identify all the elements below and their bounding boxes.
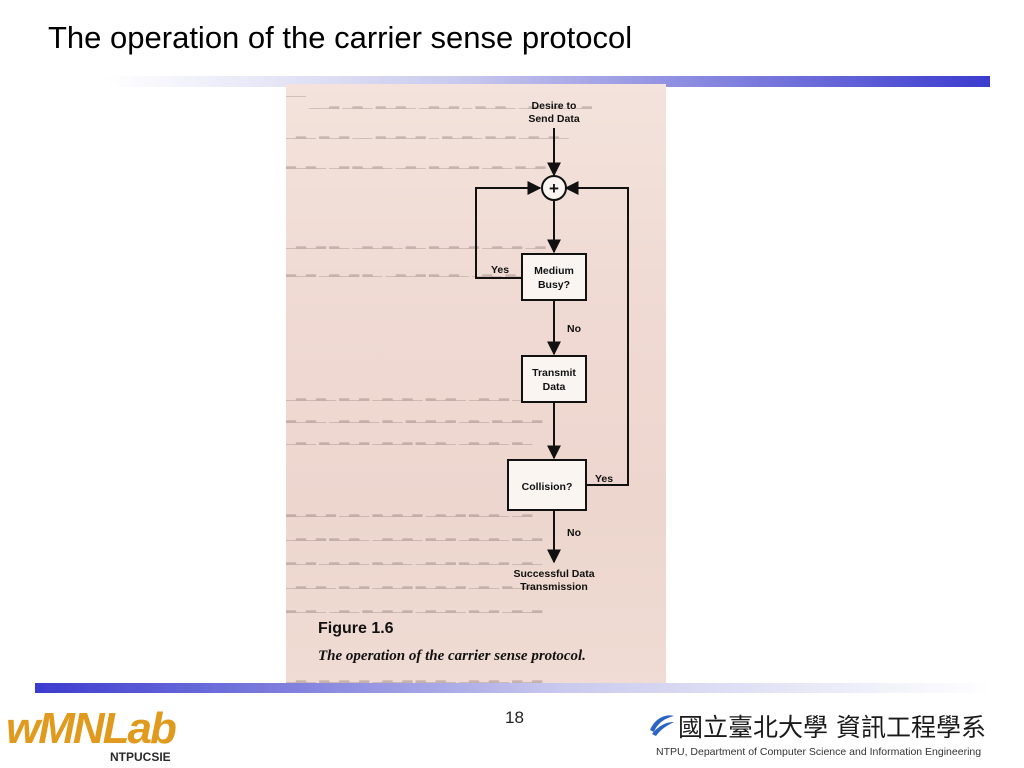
medium-no-label: No: [567, 323, 581, 335]
wmnlab-logo: wMNLab NTPUCSIE: [6, 704, 196, 766]
collision-yes-label: Yes: [595, 473, 613, 485]
bleed-through-texture: ▂▁▂ ▁▂▁▂▁ ▂▁▂▁ ▁▂▁▂ ▂▁▂▁▂ ▁▂▁: [286, 552, 543, 565]
ntpu-csie-logo: 國立臺北大學 資訊工程學系 NTPU, Department of Comput…: [646, 708, 1024, 766]
medium-yes-label: Yes: [491, 264, 509, 276]
start-label-line1: Desire to: [532, 100, 577, 112]
bleed-through-texture: ▁▂▁ ▂▁▂▁▂ ▁▂▁▂ ▂▁▂▁ ▁▂▁▂▁ ▂▁: [286, 432, 533, 445]
bleed-through-texture: ▁▂▁▂▁ ▂▁▂ ▁▂▁▂ ▂▁▂▁▂ ▁▂▁ ▂▁▂▁: [286, 576, 543, 589]
transmit-label-line1: Transmit: [532, 367, 576, 379]
bleed-through-texture: ▂▁▂▁▂ ▁▂▁ ▂▁▂▁▂ ▁▂▁▂ ▂▁▂▁ ▁▂: [286, 504, 533, 517]
edge-collision-yes-loop: [564, 181, 629, 486]
ntpu-chinese-name: 國立臺北大學 資訊工程學系: [678, 713, 986, 742]
bleed-through-texture: ▂▁▂▁ ▁▂▁ ▂▁▂▁▂ ▁▂▁▂▁ ▂▁▂ ▁▂▁▂: [286, 600, 543, 613]
scanned-figure: ▔▔ ▁▁▂ ▁▂▁ ▂▁▂▁ ▁▂▁▂ ▁ ▂▁▂▁ ▁▂▁ ▂▁▁▂ ▁▂▁…: [286, 84, 666, 690]
wmnlab-logo-text: wMNLab: [6, 704, 177, 753]
bleed-through-texture: ▁▂▁▂▁ ▂▁▂ ▁▂▁▂▁ ▂▁▂▁ ▁▂▁▂ ▁▂▁: [286, 388, 543, 401]
bleed-through-texture: ▂▁▂▁ ▁▂▁▂▁ ▂▁ ▂▁▂▁▂ ▁▂▁ ▂▁▂▁▂: [286, 410, 543, 423]
top-accent-bar: [105, 76, 990, 87]
success-label-line2: Transmission: [520, 581, 588, 593]
bottom-accent-bar: [35, 683, 991, 693]
collision-node: [507, 459, 587, 511]
transmit-data-node: [521, 355, 587, 403]
bleed-through-texture: ▔▔ ▁▁▂ ▁▂▁ ▂▁▂▁ ▁▂▁▂ ▁ ▂▁▂▁ ▁▂▁ ▂▁▁▂: [286, 96, 592, 109]
wmnlab-logo-subtext: NTPUCSIE: [110, 750, 171, 764]
start-label-line2: Send Data: [528, 113, 580, 125]
medium-busy-node: [521, 253, 587, 301]
bleed-through-texture: ▁▂▁ ▂▁▂ ▁▁ ▂▁▂▁▂ ▁ ▂▁▂▁ ▂▁▂ ▁▂▁▂▁: [286, 126, 569, 139]
collision-label: Collision?: [522, 481, 573, 493]
page-number: 18: [505, 708, 524, 727]
success-label-line1: Successful Data: [513, 568, 594, 580]
bleed-through-texture: ▁▂▁▂ ▂▁▂▁ ▁▂▁▂▁ ▂▁▂ ▁▂▁▂▁ ▂▁▂: [286, 528, 543, 541]
slide-title: The operation of the carrier sense proto…: [48, 20, 633, 55]
transmit-label-line2: Data: [543, 381, 566, 393]
junction-symbol: +: [549, 179, 559, 198]
ntpu-english-name: NTPU, Department of Computer Science and…: [656, 746, 982, 758]
carrier-sense-flowchart: Desire to Send Data + Medium Busy? Yes N…: [475, 100, 629, 593]
medium-label-line1: Medium: [534, 265, 574, 277]
collision-no-label: No: [567, 527, 581, 539]
ntpu-swoosh-icon: [650, 715, 674, 736]
bleed-through-texture: ▂▁▂▁ ▁▂ ▂▁▂▁ ▁▂▁ ▂▁▂▁▂ ▁▂▁ ▂▁▂: [286, 156, 546, 169]
bleed-through-texture: ▁▂▁ ▂▁▂▁▂ ▁▂▁▂ ▂▁▂▁ ▁▂▁▂▁ ▂▁▂: [286, 670, 543, 683]
figure-caption: The operation of the carrier sense proto…: [318, 648, 586, 664]
edge-medium-yes-loop: [475, 181, 542, 279]
bleed-through-texture: ▂▁▂ ▁▂▁▂ ▂▁ ▁▂▁▂ ▂▁▂▁ ▁▂▁ ▂▁▂▁: [286, 264, 546, 277]
medium-label-line2: Busy?: [538, 279, 570, 291]
bleed-through-texture: ▁▂▁▂ ▂▁ ▁▂▁▂▁ ▂▁ ▂▁▂▁▂ ▁▂▁▂ ▁▂: [286, 236, 546, 249]
figure-label: Figure 1.6: [318, 620, 394, 637]
